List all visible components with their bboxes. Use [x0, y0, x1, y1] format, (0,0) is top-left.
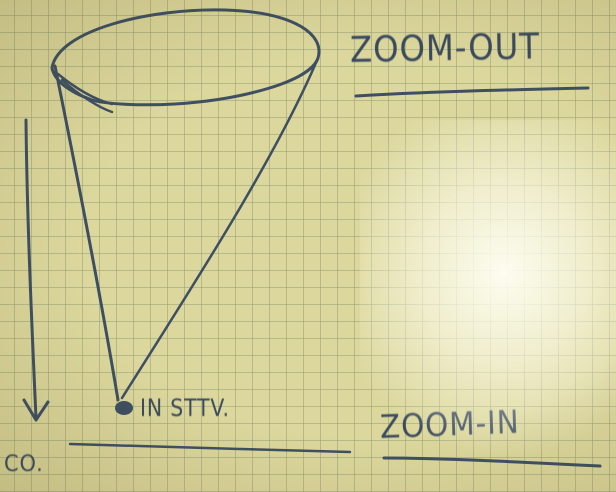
zoom-in-label: ZOOM-IN — [379, 402, 521, 446]
cone-apex-dot — [115, 401, 133, 415]
cone-right-edge — [120, 56, 320, 400]
zoom-in-underline — [382, 456, 602, 468]
zoom-out-label: ZOOM-OUT — [349, 26, 541, 71]
down-arrow-head — [22, 398, 50, 422]
apex-point-label: IN STTV. — [140, 394, 230, 422]
corner-note-label: CO. — [4, 452, 44, 477]
cone-left-edge — [53, 64, 120, 402]
cone-inner-lip — [56, 72, 114, 114]
baseline-line — [68, 442, 352, 454]
cone-top-ellipse — [50, 8, 321, 107]
zoom-out-underline — [354, 86, 590, 98]
down-arrow-shaft — [24, 118, 38, 420]
